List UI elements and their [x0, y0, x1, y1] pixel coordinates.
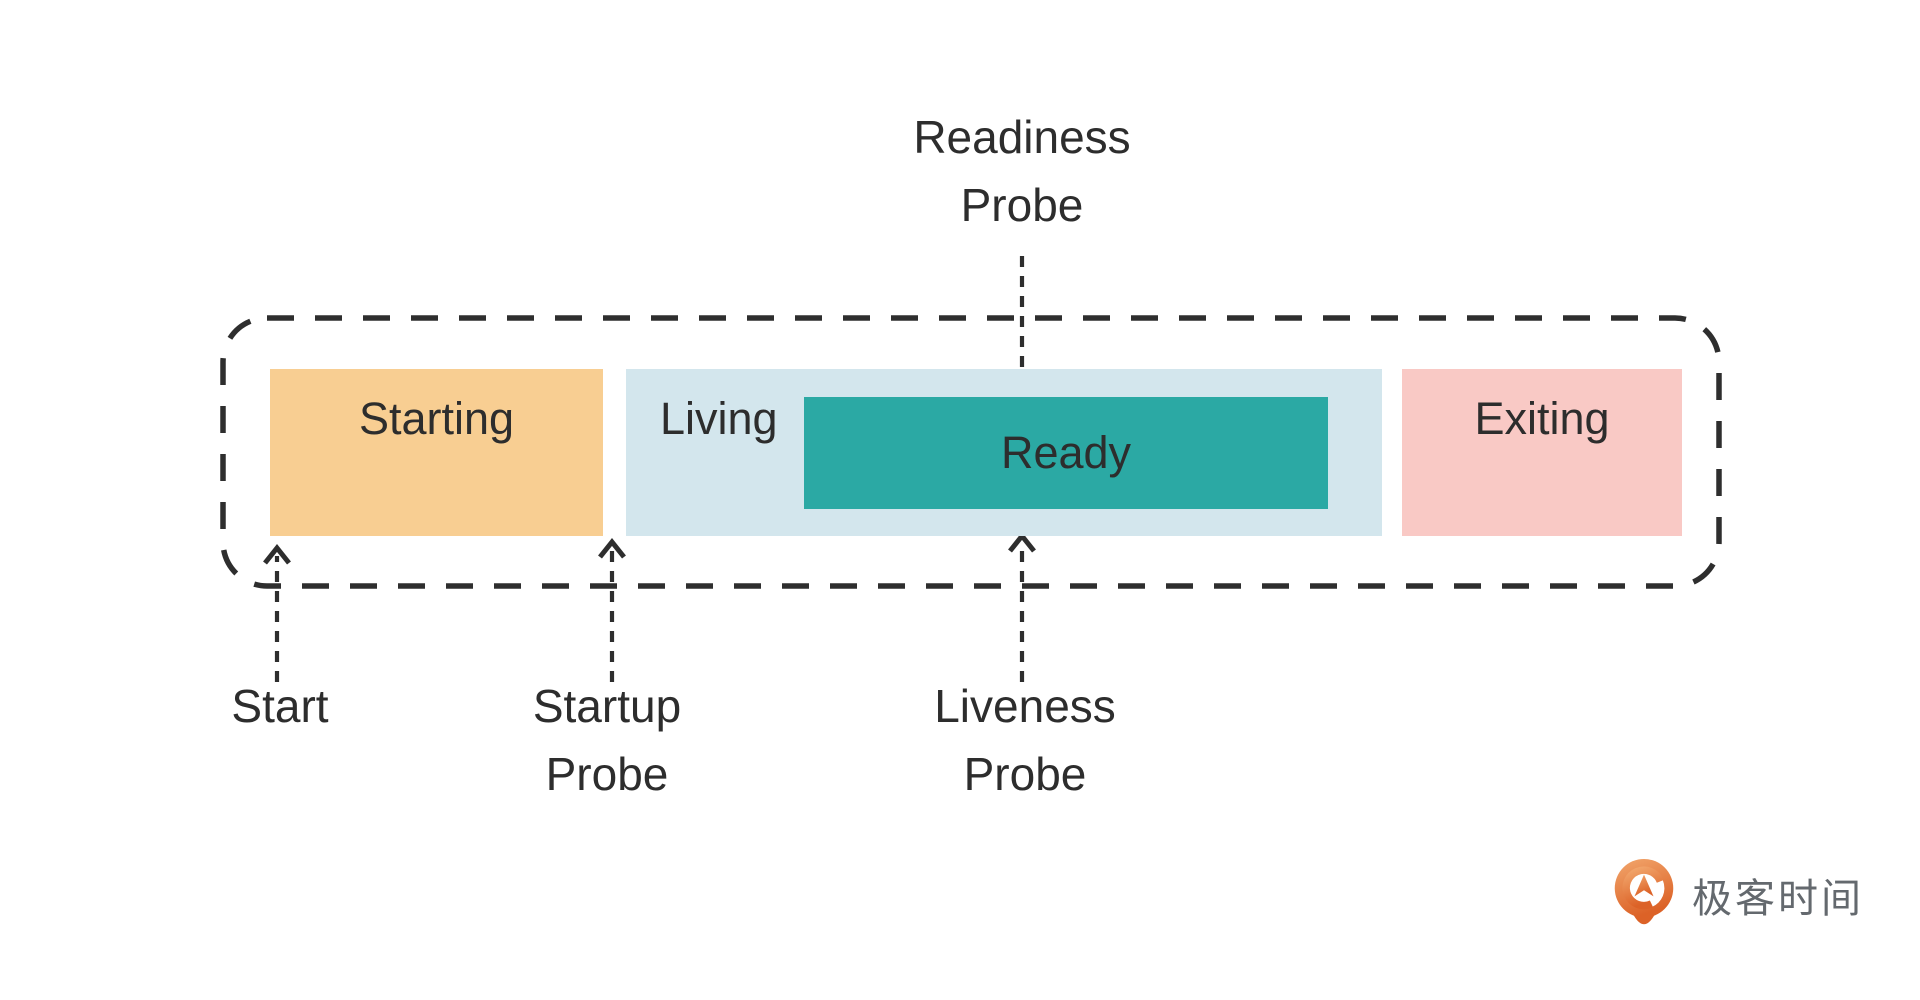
starting-state-label: Starting [358, 393, 515, 444]
ready-state-label: Ready [1000, 427, 1132, 478]
liveness-probe-label-line2: Probe [963, 748, 1087, 800]
geektime-arrow [1634, 874, 1654, 897]
liveness-probe-label-line1: Liveness [934, 680, 1116, 732]
startup-probe-arrowhead-icon [598, 537, 626, 559]
exiting-state-box: Exiting [1402, 369, 1682, 536]
geektime-logo: 极客时间 [1610, 853, 1864, 937]
readiness-probe-label-line2: Probe [960, 179, 1084, 231]
startup-probe-label-line1: Startup [532, 680, 682, 732]
geektime-pin-icon [1614, 858, 1674, 925]
exiting-state-label: Exiting [1474, 393, 1610, 444]
readiness-probe-label: Readiness Probe [822, 103, 1222, 239]
geektime-logo-text: 极客时间 [1692, 877, 1864, 921]
living-state-label: Living [660, 393, 778, 444]
startup-probe-label-line2: Probe [545, 748, 669, 800]
liveness-probe-arrowhead-icon [1008, 531, 1036, 553]
geektime-swirl [1622, 866, 1664, 910]
start-label-line1: Start [231, 680, 329, 732]
start-arrowhead-icon [263, 543, 291, 565]
liveness-probe-label: Liveness Probe [875, 672, 1175, 808]
ready-state-box: Ready [804, 397, 1328, 509]
startup-probe-label: Startup Probe [457, 672, 757, 808]
readiness-probe-label-line1: Readiness [913, 111, 1131, 163]
starting-state-box: Starting [270, 369, 603, 536]
start-label: Start [130, 672, 430, 740]
